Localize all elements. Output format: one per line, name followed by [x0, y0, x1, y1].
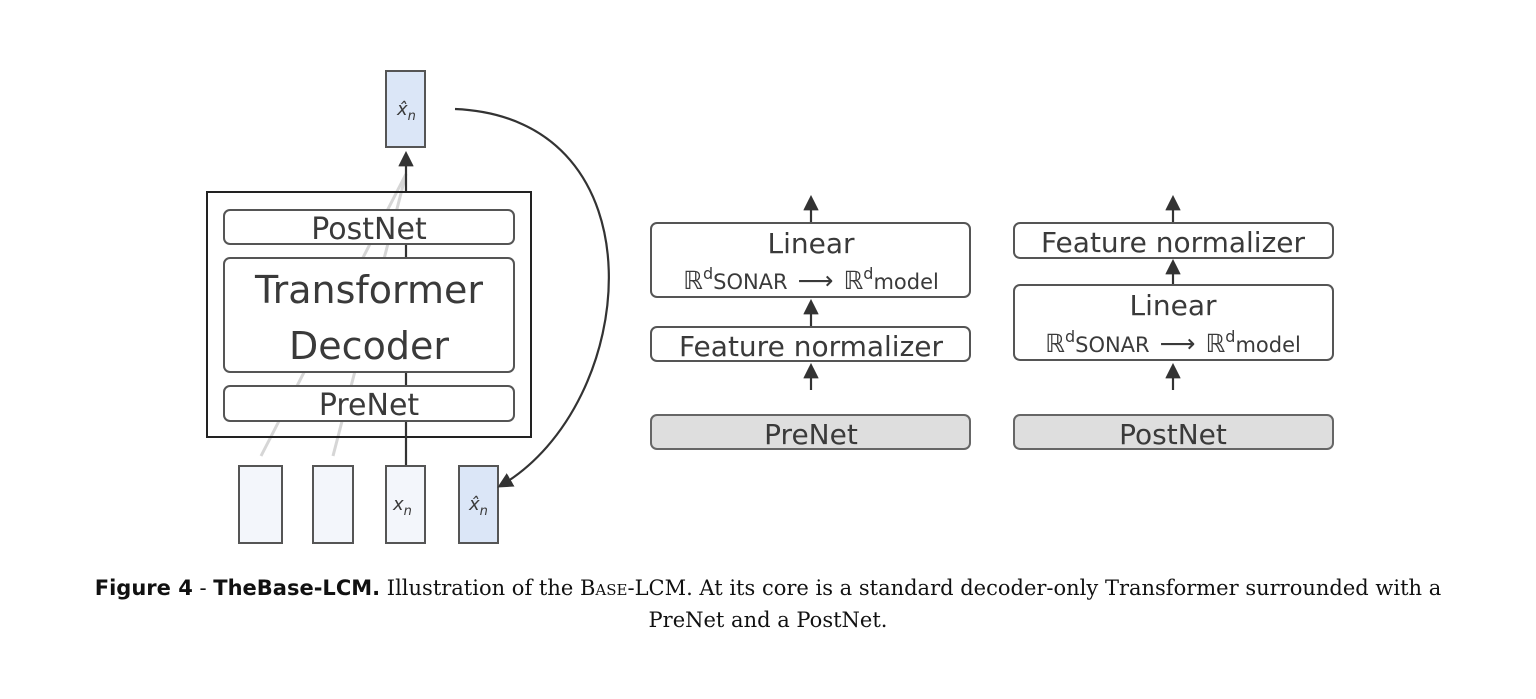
caption-smallcaps: Base [579, 576, 628, 600]
decoder-label: Decoder [289, 324, 449, 368]
postnet-normalizer-box [1013, 222, 1334, 259]
postnet-box [223, 209, 515, 245]
prenet-normalizer-box [650, 326, 971, 362]
prenet-module-box [650, 414, 971, 450]
prenet-linear-title: Linear [767, 227, 855, 260]
postnet-linear-title: Linear [1129, 289, 1217, 322]
postnet-linear-box [1013, 284, 1334, 361]
postnet-label: PostNet [311, 212, 427, 247]
postnet-linear-formula: ℝdSONAR⟶ℝdmodel [1045, 327, 1301, 358]
fed-back-token-label: x̂n [468, 494, 488, 519]
prenet-normalizer-label: Feature normalizer [679, 330, 944, 363]
transformer-decoder-box [223, 257, 515, 373]
caption-text-before: Illustration of the [380, 576, 580, 600]
input-token-label: xn [392, 494, 412, 519]
prenet-linear-box [650, 222, 971, 298]
fed-back-token-box [458, 465, 499, 544]
postnet-normalizer-label: Feature normalizer [1041, 226, 1306, 259]
transformer-label: Transformer [254, 268, 483, 312]
caption-text-after: -LCM. At its core is a standard decoder-… [627, 576, 1442, 632]
output-token-label: x̂n [396, 99, 416, 124]
figure-label: Figure 4 [94, 576, 193, 600]
prenet-box [223, 385, 515, 422]
figure-caption: Figure 4 - TheBase-LCM. Illustration of … [60, 572, 1476, 636]
postnet-detail: Feature normalizer Linear ℝdSONAR⟶ℝdmode… [1013, 194, 1334, 451]
input-token-box [385, 465, 426, 544]
postnet-module-label: PostNet [1119, 418, 1227, 451]
prenet-detail: Linear ℝdSONAR⟶ℝdmodel Feature normalize… [650, 194, 971, 451]
prenet-label: PreNet [319, 388, 420, 423]
input-token-box [312, 465, 354, 544]
output-token-box [385, 70, 426, 148]
input-token-box [238, 465, 283, 544]
postnet-module-box [1013, 414, 1334, 450]
figure-title: TheBase-LCM. [213, 576, 381, 600]
prenet-module-label: PreNet [764, 418, 858, 451]
prenet-linear-formula: ℝdSONAR⟶ℝdmodel [683, 264, 939, 295]
caption-separator: - [192, 576, 214, 600]
feedback-arrow [454, 107, 610, 488]
model-frame [206, 191, 532, 438]
